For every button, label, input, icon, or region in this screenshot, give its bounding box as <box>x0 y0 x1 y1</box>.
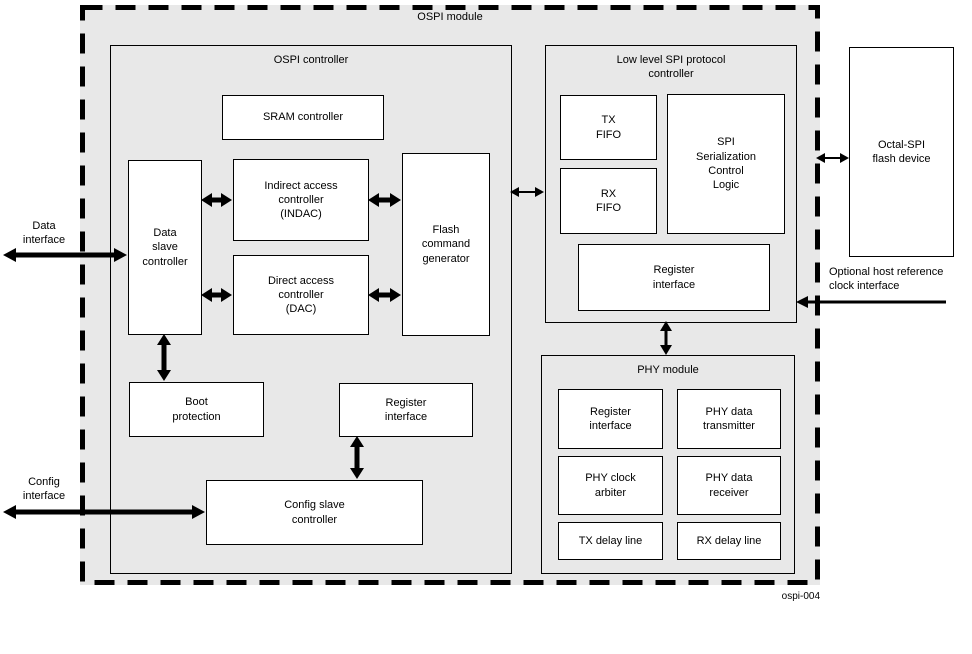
data-slave-controller-block: Data slave controller <box>128 160 202 335</box>
ospi-module-title: OSPI module <box>417 11 483 23</box>
config-slave-controller-block: Config slave controller <box>206 480 423 545</box>
direct-access-controller-block: Direct access controller (DAC) <box>233 255 369 335</box>
tx-delay-line-block: TX delay line <box>558 522 663 560</box>
spi-serialization-control-logic-block: SPI Serialization Control Logic <box>667 94 785 234</box>
rx-delay-line-block: RX delay line <box>677 522 781 560</box>
ospi-controller-title: OSPI controller <box>273 54 349 66</box>
phy-module-title: PHY module <box>637 364 699 376</box>
config-interface-label: Config interface <box>22 476 66 503</box>
phy-data-receiver-block: PHY data receiver <box>677 456 781 515</box>
phy-clock-arbiter-block: PHY clock arbiter <box>558 456 663 515</box>
arrow-module-flash-device <box>816 153 849 163</box>
spi-register-interface-block: Register interface <box>578 244 770 311</box>
flash-command-generator-block: Flash command generator <box>402 153 490 336</box>
boot-protection-block: Boot protection <box>129 382 264 437</box>
data-interface-label: Data interface <box>22 220 66 247</box>
rx-fifo-block: RX FIFO <box>560 168 657 234</box>
figure-id-label: ospi-004 <box>781 591 820 602</box>
indirect-access-controller-block: Indirect access controller (INDAC) <box>233 159 369 241</box>
tx-fifo-block: TX FIFO <box>560 95 657 160</box>
phy-data-transmitter-block: PHY data transmitter <box>677 389 781 449</box>
low-level-spi-title: Low level SPI protocol controller <box>616 54 726 81</box>
sram-controller-block: SRAM controller <box>222 95 384 140</box>
phy-register-interface-block: Register interface <box>558 389 663 449</box>
octal-spi-flash-device-block: Octal-SPI flash device <box>849 47 954 257</box>
host-reference-clock-label: Optional host reference clock interface <box>829 266 944 293</box>
register-interface-block: Register interface <box>339 383 473 437</box>
